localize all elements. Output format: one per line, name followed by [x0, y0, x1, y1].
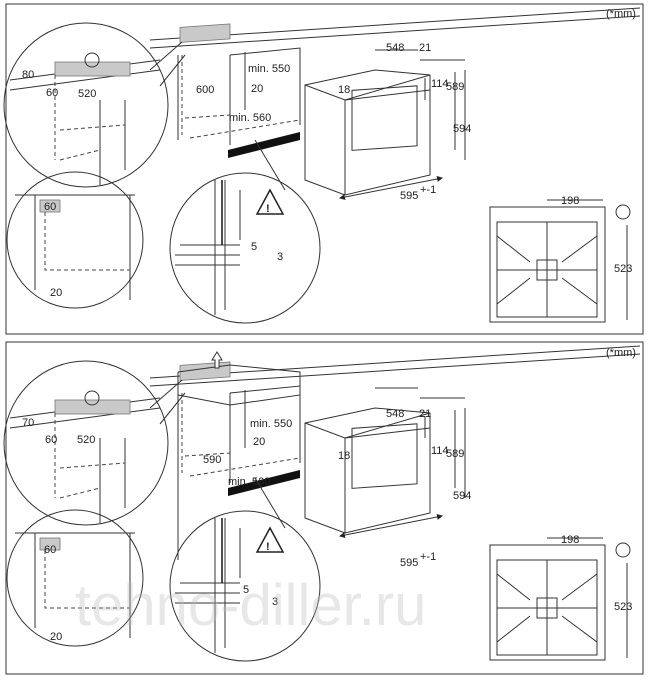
dim-label: 520	[78, 88, 96, 100]
dim-label: 18	[338, 450, 350, 462]
dim-label: min. 550	[248, 63, 290, 75]
dim-label: 20	[50, 287, 62, 299]
dim-label: 520	[77, 434, 95, 446]
dim-label: 198	[561, 195, 579, 207]
dim-label: 18	[338, 84, 350, 96]
arrow-up-icon	[211, 351, 223, 369]
dim-label: 523	[614, 263, 632, 275]
dim-label: 590	[203, 454, 221, 466]
dim-tolerance: +-1	[420, 184, 436, 196]
unit-note: (*mm)	[606, 8, 636, 20]
dim-label: 548	[386, 408, 404, 420]
dim-label: 80	[22, 69, 34, 81]
dim-label: 70	[22, 417, 34, 429]
watermark: tehno-diller.ru	[75, 573, 426, 638]
dim-label: 595	[400, 190, 418, 202]
tall-cabinet	[177, 364, 301, 560]
dim-label: 595	[400, 557, 418, 569]
dim-label: min. 550	[250, 418, 292, 430]
panel-top	[5, 3, 644, 335]
dim-label: 5	[243, 584, 249, 596]
dim-label: 21	[419, 42, 431, 54]
dim-label: 114	[431, 78, 449, 90]
dim-label: 600	[196, 84, 214, 96]
dim-label: 589	[446, 81, 464, 93]
dim-label: 548	[386, 42, 404, 54]
dim-label: 594	[453, 123, 471, 135]
dim-label: 589	[446, 448, 464, 460]
dim-label: min. 560	[229, 112, 271, 124]
panel-bottom	[5, 341, 644, 675]
dim-tolerance: +-1	[420, 551, 436, 563]
unit-note: (*mm)	[606, 347, 636, 359]
dim-label: 523	[614, 601, 632, 613]
dim-label: 60	[46, 87, 58, 99]
panel-top-drawing	[4, 8, 640, 323]
dim-label: 5	[251, 241, 257, 253]
dim-label: 21	[419, 408, 431, 420]
dim-label: 20	[251, 83, 263, 95]
dim-label: 20	[50, 631, 62, 643]
dim-label: 3	[277, 251, 283, 263]
dim-label: 60	[44, 544, 56, 556]
dim-label: 60	[44, 201, 56, 213]
dim-label: 20	[253, 436, 265, 448]
dim-label: 60	[45, 434, 57, 446]
dim-label: 3	[272, 596, 278, 608]
dim-label: 198	[561, 534, 579, 546]
dim-label: 114	[431, 445, 449, 457]
dim-label: min. 560	[228, 476, 270, 488]
dim-label: 594	[453, 490, 471, 502]
